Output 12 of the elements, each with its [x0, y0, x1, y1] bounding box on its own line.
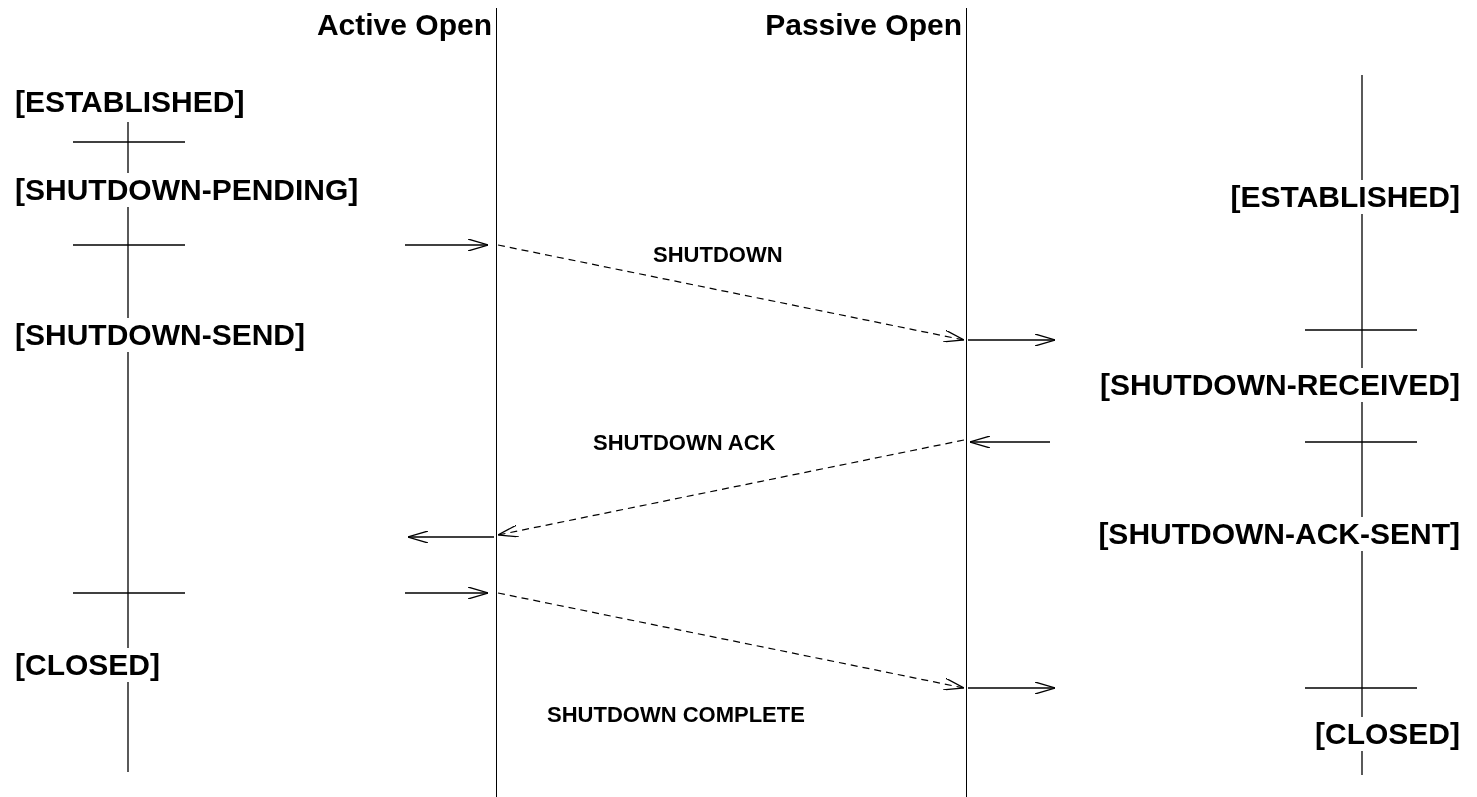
lifeline-title: Passive Open — [765, 8, 962, 42]
state-label: [CLOSED] — [15, 648, 160, 682]
state-label: [SHUTDOWN-RECEIVED] — [1100, 368, 1460, 402]
lifeline-title: Active Open — [316, 8, 492, 42]
state-label: [SHUTDOWN-SEND] — [15, 318, 305, 352]
message-arrow — [497, 439, 965, 538]
state-label: [SHUTDOWN-ACK-SENT] — [1098, 517, 1460, 551]
message-arrow — [497, 244, 965, 343]
state-label: [ESTABLISHED] — [1230, 180, 1460, 214]
message-arrow — [497, 592, 965, 691]
state-label: [CLOSED] — [1315, 717, 1460, 751]
state-label: [SHUTDOWN-PENDING] — [15, 173, 359, 207]
